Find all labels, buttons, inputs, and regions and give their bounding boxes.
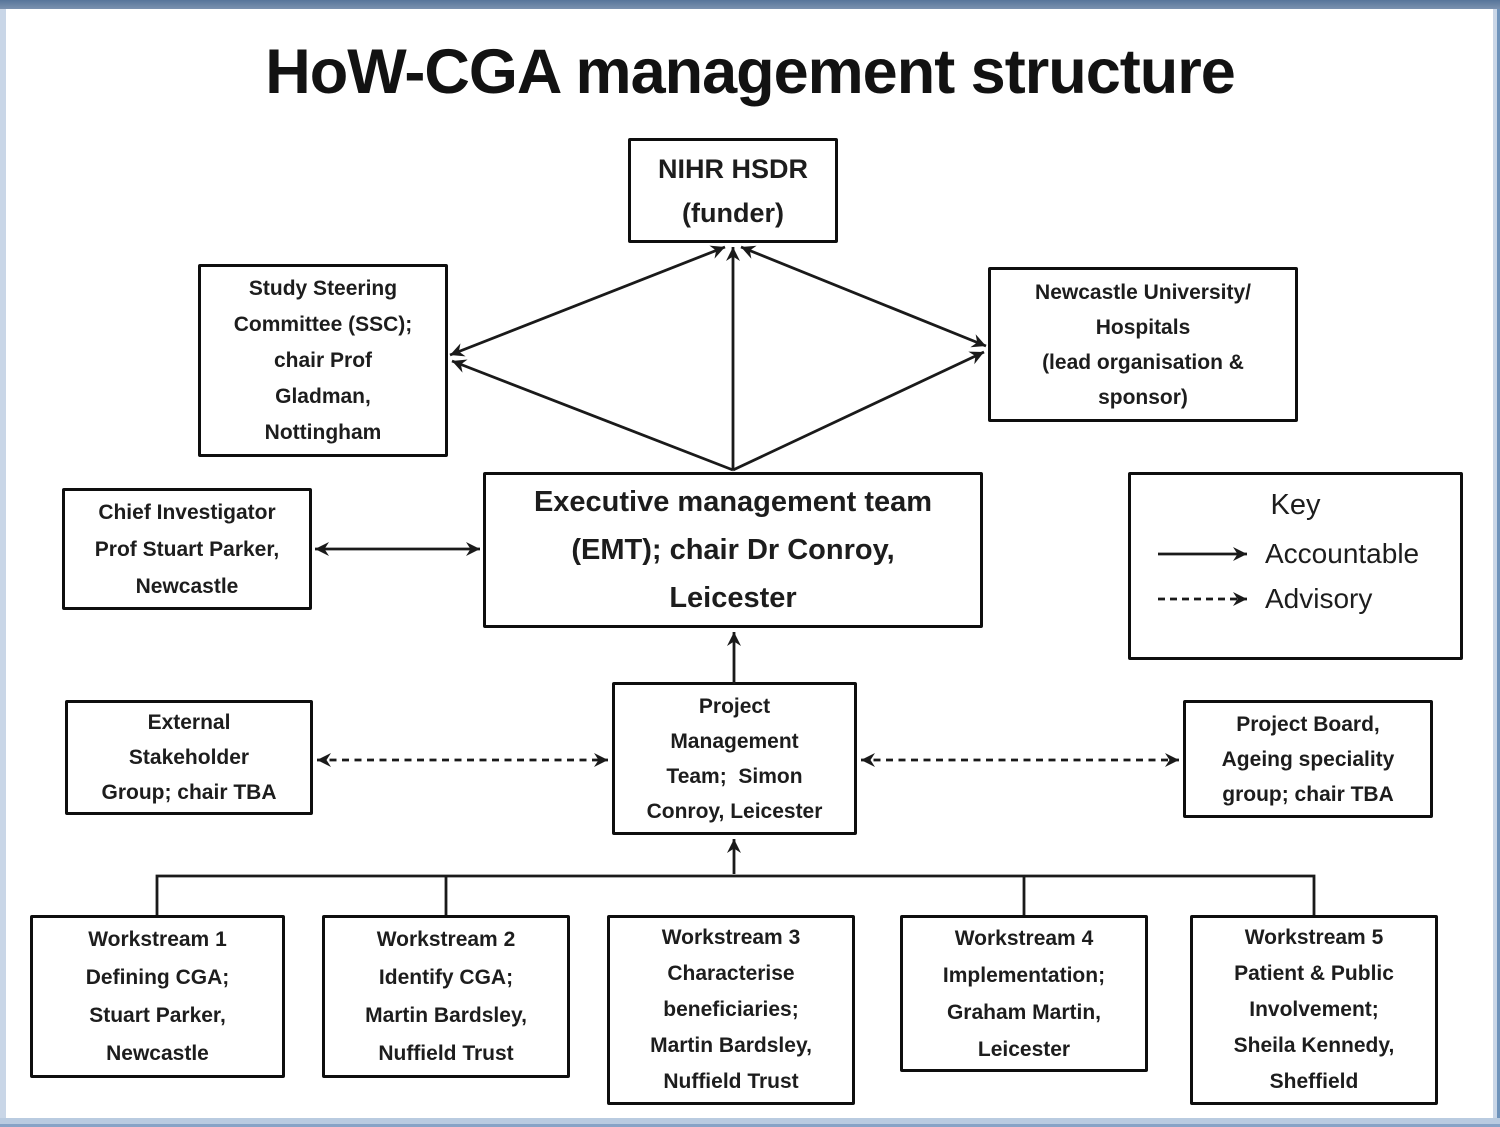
node-newcastle-university: Newcastle University/ Hospitals (lead or… bbox=[988, 267, 1298, 422]
node-line: External bbox=[147, 711, 231, 734]
node-line: Ageing speciality bbox=[1221, 747, 1395, 771]
node-workstream-2: Workstream 2 Identify CGA; Martin Bardsl… bbox=[322, 915, 570, 1078]
page-title: HoW-CGA management structure bbox=[265, 37, 1236, 107]
node-workstream-3: Workstream 3 Characterise beneficiaries;… bbox=[607, 915, 855, 1105]
node-line: Stakeholder bbox=[128, 746, 250, 769]
node-line: Team; Simon bbox=[666, 764, 803, 788]
node-line: Implementation; bbox=[942, 963, 1106, 987]
node-line: NIHR HSDR bbox=[657, 153, 808, 184]
node-line: Martin Bardsley, bbox=[365, 1003, 527, 1027]
node-line: Newcastle bbox=[106, 1041, 209, 1065]
node-line: Hospitals bbox=[1095, 315, 1191, 339]
node-line: Prof Stuart Parker, bbox=[94, 537, 280, 561]
node-line: Workstream 5 bbox=[1244, 926, 1384, 949]
node-line: Identify CGA; bbox=[378, 965, 514, 989]
node-line: Group; chair TBA bbox=[101, 781, 277, 804]
node-workstream-1: Workstream 1 Defining CGA; Stuart Parker… bbox=[30, 915, 285, 1078]
node-line: Defining CGA; bbox=[85, 965, 230, 989]
node-line: Executive management team bbox=[533, 486, 933, 518]
node-line: Leicester bbox=[977, 1037, 1071, 1061]
node-executive-management-team: Executive management team (EMT); chair D… bbox=[483, 472, 983, 628]
node-study-steering-committee: Study Steering Committee (SSC); chair Pr… bbox=[198, 264, 448, 457]
node-line: Graham Martin, bbox=[946, 1000, 1102, 1024]
node-line: Management bbox=[670, 729, 799, 753]
node-line: Committee (SSC); bbox=[233, 312, 413, 336]
node-workstream-4: Workstream 4 Implementation; Graham Mart… bbox=[900, 915, 1148, 1072]
legend-row-advisory: Advisory bbox=[1131, 583, 1460, 615]
node-line: Project Board, bbox=[1236, 712, 1380, 736]
frame-right-bar bbox=[1493, 9, 1500, 1118]
node-project-board: Project Board, Ageing speciality group; … bbox=[1183, 700, 1433, 818]
node-chief-investigator: Chief Investigator Prof Stuart Parker, N… bbox=[62, 488, 312, 610]
node-line: Project bbox=[698, 694, 771, 718]
legend-title: Key bbox=[1270, 489, 1321, 521]
node-line: group; chair TBA bbox=[1222, 782, 1394, 806]
arrow-newcastle-funder bbox=[740, 245, 987, 348]
node-line: (lead organisation & bbox=[1042, 350, 1244, 374]
node-line: Characterise bbox=[667, 962, 795, 985]
node-line: Workstream 1 bbox=[88, 927, 227, 951]
node-line: (funder) bbox=[682, 197, 784, 228]
node-project-management-team: Project Management Team; Simon Conroy, L… bbox=[612, 682, 857, 835]
node-line: Nuffield Trust bbox=[663, 1070, 799, 1093]
node-line: Newcastle bbox=[135, 574, 239, 598]
node-line: Leicester bbox=[669, 582, 797, 614]
node-external-stakeholder-group: External Stakeholder Group; chair TBA bbox=[65, 700, 313, 815]
legend-key: Key Accountable Advis bbox=[1128, 472, 1463, 660]
node-line: Gladman, bbox=[275, 384, 371, 408]
node-line: Sheila Kennedy, bbox=[1233, 1034, 1395, 1057]
solid-arrow-icon bbox=[1158, 547, 1247, 561]
node-line: Study Steering bbox=[248, 276, 398, 300]
workstream-trunk bbox=[155, 874, 1316, 915]
node-line: Workstream 4 bbox=[954, 926, 1094, 950]
node-line: Conroy, Leicester bbox=[646, 799, 823, 823]
node-line: Sheffield bbox=[1269, 1070, 1359, 1093]
node-line: Stuart Parker, bbox=[89, 1003, 226, 1027]
arrow-emt-to-ssc bbox=[451, 359, 734, 472]
node-line: Involvement; bbox=[1249, 998, 1379, 1021]
node-line: (EMT); chair Dr Conroy, bbox=[571, 534, 895, 566]
frame-left-bar bbox=[0, 9, 6, 1118]
node-workstream-5: Workstream 5 Patient & Public Involvemen… bbox=[1190, 915, 1438, 1105]
node-line: Patient & Public bbox=[1234, 962, 1394, 985]
node-line: beneficiaries; bbox=[663, 998, 799, 1021]
legend-row-accountable: Accountable bbox=[1131, 538, 1460, 570]
node-line: Nottingham bbox=[264, 420, 382, 444]
node-line: Chief Investigator bbox=[98, 500, 276, 524]
frame-top-bar bbox=[0, 0, 1500, 9]
legend-label: Accountable bbox=[1265, 538, 1420, 569]
node-line: sponsor) bbox=[1098, 385, 1188, 409]
legend-label: Advisory bbox=[1265, 583, 1373, 614]
dashed-arrow-icon bbox=[1158, 592, 1247, 606]
node-line: Newcastle University/ bbox=[1035, 280, 1251, 304]
node-line: Workstream 2 bbox=[376, 927, 516, 951]
node-line: Nuffield Trust bbox=[378, 1041, 514, 1065]
node-funder: NIHR HSDR (funder) bbox=[628, 138, 838, 243]
node-line: Martin Bardsley, bbox=[650, 1034, 812, 1057]
arrow-ssc-funder bbox=[449, 245, 726, 357]
frame-bottom-bar bbox=[0, 1118, 1500, 1127]
node-line: Workstream 3 bbox=[661, 926, 801, 949]
node-line: chair Prof bbox=[273, 348, 373, 372]
arrow-emt-to-newcastle bbox=[732, 350, 985, 472]
